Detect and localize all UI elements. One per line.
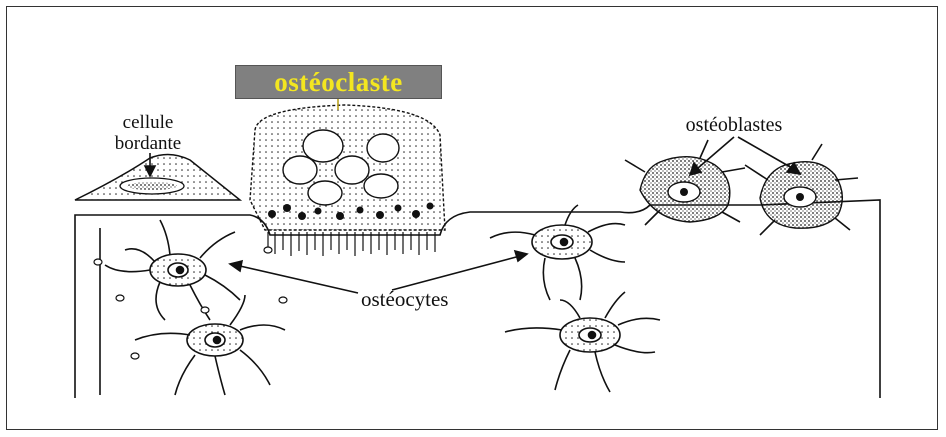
osteocytes-label: ostéocytes [361, 287, 448, 311]
lining-cell-label-line1: cellule [123, 112, 174, 133]
osteoclast-cell [250, 105, 445, 256]
osteocyte-4 [505, 292, 660, 392]
osteoblast-right [745, 144, 858, 235]
lining-cell-label-line2: bordante [115, 133, 181, 154]
osteocyte-1 [105, 220, 240, 320]
osteoblasts-label: ostéoblastes [686, 114, 783, 136]
osteoblast-left [625, 140, 745, 225]
bone-matrix-outline [75, 200, 880, 398]
lining-cell [75, 154, 240, 200]
osteocyte-3 [490, 205, 625, 300]
